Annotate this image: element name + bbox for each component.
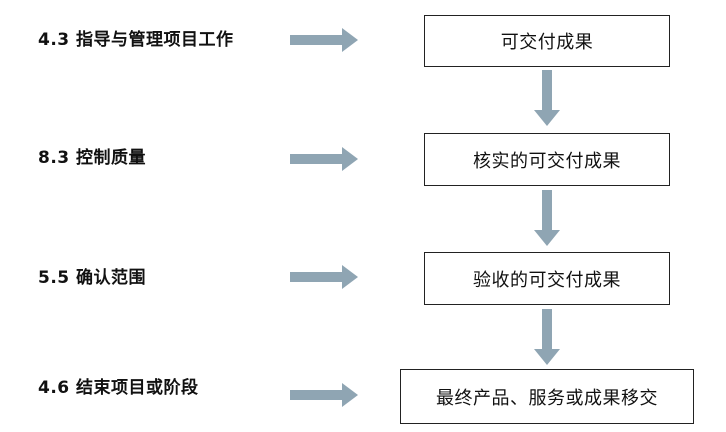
down-arrow-icon <box>534 190 560 246</box>
down-arrow-icon <box>534 70 560 126</box>
right-arrow-icon <box>290 147 358 171</box>
deliverable-text: 验收的可交付成果 <box>473 269 621 291</box>
deliverable-text: 核实的可交付成果 <box>473 150 621 172</box>
deliverable-box-2: 核实的可交付成果 <box>424 133 670 186</box>
deliverable-box-3: 验收的可交付成果 <box>424 252 670 305</box>
deliverable-box-4: 最终产品、服务或成果移交 <box>400 369 694 424</box>
down-arrow-icon <box>534 309 560 365</box>
right-arrow-icon <box>290 28 358 52</box>
process-label-5-5: 5.5 确认范围 <box>38 268 147 288</box>
deliverable-text: 最终产品、服务或成果移交 <box>436 387 658 409</box>
deliverable-box-1: 可交付成果 <box>424 15 670 67</box>
process-label-8-3: 8.3 控制质量 <box>38 148 147 168</box>
process-label-4-3: 4.3 指导与管理项目工作 <box>38 30 234 50</box>
deliverable-text: 可交付成果 <box>500 32 594 53</box>
right-arrow-icon <box>290 383 358 407</box>
process-label-4-6: 4.6 结束项目或阶段 <box>38 378 199 398</box>
right-arrow-icon <box>290 265 358 289</box>
